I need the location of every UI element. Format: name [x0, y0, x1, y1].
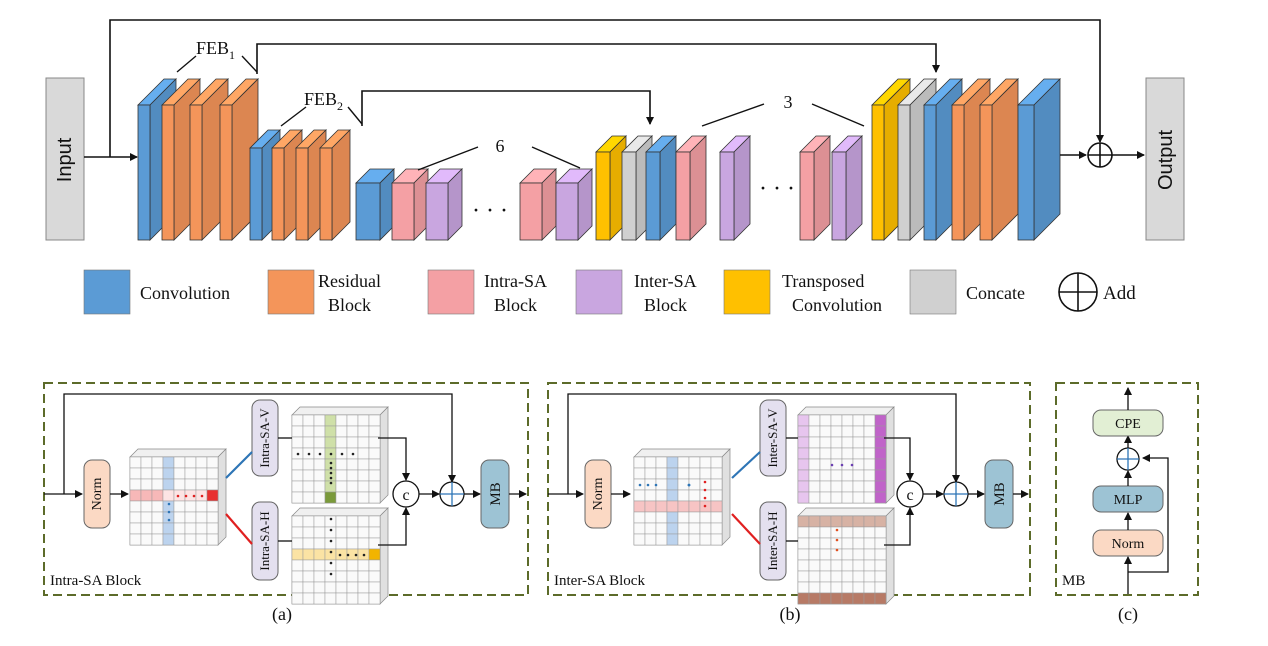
- top-add-node: [1087, 142, 1113, 168]
- legend-swatch: [575, 269, 623, 315]
- bottleneck-intra-1: [391, 168, 429, 241]
- legend-label: Concate: [966, 283, 1025, 303]
- dec1-inter-2: [831, 135, 863, 241]
- count-six-label: 6: [417, 136, 581, 171]
- bottleneck-inter-1: [425, 168, 463, 241]
- feb2-res-3: [319, 129, 351, 241]
- intra-input-grid: [129, 448, 227, 546]
- output-label: Output: [1155, 130, 1177, 190]
- panel-c-letter: (c): [1118, 604, 1138, 625]
- intra-h-grid: [291, 507, 389, 605]
- panel-c-caption: MB: [1062, 573, 1085, 589]
- legend-add: Add: [1058, 272, 1136, 312]
- dec2-res-2: [979, 78, 1019, 241]
- dec1-tconv: [595, 135, 627, 241]
- legend-swatch: [909, 269, 957, 315]
- svg-text:FEB1: FEB1: [196, 38, 235, 62]
- norm-label-a: Norm: [90, 478, 105, 511]
- mb-norm-label: Norm: [1112, 537, 1145, 552]
- network-blocks: [137, 78, 1061, 241]
- bottleneck-inter-2: [555, 168, 593, 241]
- legend-swatch: [267, 269, 315, 315]
- mlp-label: MLP: [1114, 493, 1143, 508]
- intra-sa-v-label: Intra-SA-V: [257, 408, 272, 468]
- svg-text:3: 3: [784, 92, 793, 112]
- bottleneck-conv: [355, 168, 395, 241]
- panel-intra-sa: Intra-SA Block (a) Norm Intra-SA-V Intra…: [43, 382, 529, 625]
- panel-b-letter: (b): [780, 604, 801, 625]
- concat-label-b: c: [906, 487, 913, 504]
- panel-a-caption: Intra-SA Block: [50, 573, 142, 589]
- dec1-inter: [719, 135, 751, 241]
- inter-v-grid: [797, 406, 895, 504]
- inter-sa-v-label: Inter-SA-V: [765, 408, 780, 468]
- cpe-label: CPE: [1115, 417, 1141, 432]
- final-conv: [1017, 78, 1061, 241]
- legend-swatch: [723, 269, 771, 315]
- ellipsis-2: · · ·: [759, 176, 795, 202]
- input-label: Input: [54, 137, 76, 182]
- dec1-conv: [645, 135, 677, 241]
- concat-label-a: c: [402, 487, 409, 504]
- panel-b-caption: Inter-SA Block: [554, 573, 645, 589]
- input-box: Input: [45, 77, 85, 241]
- inter-input-grid: [633, 448, 731, 546]
- panel-inter-sa: Inter-SA Block (b) Norm Inter-SA-V Inter…: [547, 382, 1031, 625]
- feb2-skip-arrow: [361, 90, 654, 126]
- count-three-label: 3: [701, 92, 865, 127]
- legend-swatch: [83, 269, 131, 315]
- panel-a-letter: (a): [272, 604, 292, 625]
- feb2-label: FEB2: [280, 89, 363, 127]
- dec1-intra-2: [799, 135, 831, 241]
- output-box: Output: [1145, 77, 1185, 241]
- legend-swatch: [427, 269, 475, 315]
- inter-h-grid: [797, 507, 895, 605]
- global-skip-arrow: [109, 19, 1104, 157]
- dec1-intra: [675, 135, 707, 241]
- mb-label-a: MB: [488, 482, 504, 505]
- legend-item-5: Concate: [909, 269, 1025, 315]
- svg-text:6: 6: [496, 136, 505, 156]
- intra-sa-h-label: Intra-SA-H: [257, 511, 272, 570]
- intra-v-grid: [291, 406, 389, 504]
- panel-mb: MB (c) Norm MLP CPE: [1055, 382, 1199, 625]
- legend-item-0: Convolution: [83, 269, 230, 315]
- legend-label: Convolution: [140, 283, 230, 303]
- legend-add-label: Add: [1103, 283, 1136, 304]
- feb1-label: FEB1: [176, 38, 258, 73]
- bottleneck-intra-2: [519, 168, 557, 241]
- svg-text:FEB2: FEB2: [304, 89, 343, 113]
- inter-sa-h-label: Inter-SA-H: [765, 512, 780, 571]
- ellipsis-1: · · ·: [472, 198, 508, 224]
- mb-label-b: MB: [992, 482, 1008, 505]
- feb1-skip-arrow: [256, 43, 940, 74]
- norm-label-b: Norm: [591, 478, 606, 511]
